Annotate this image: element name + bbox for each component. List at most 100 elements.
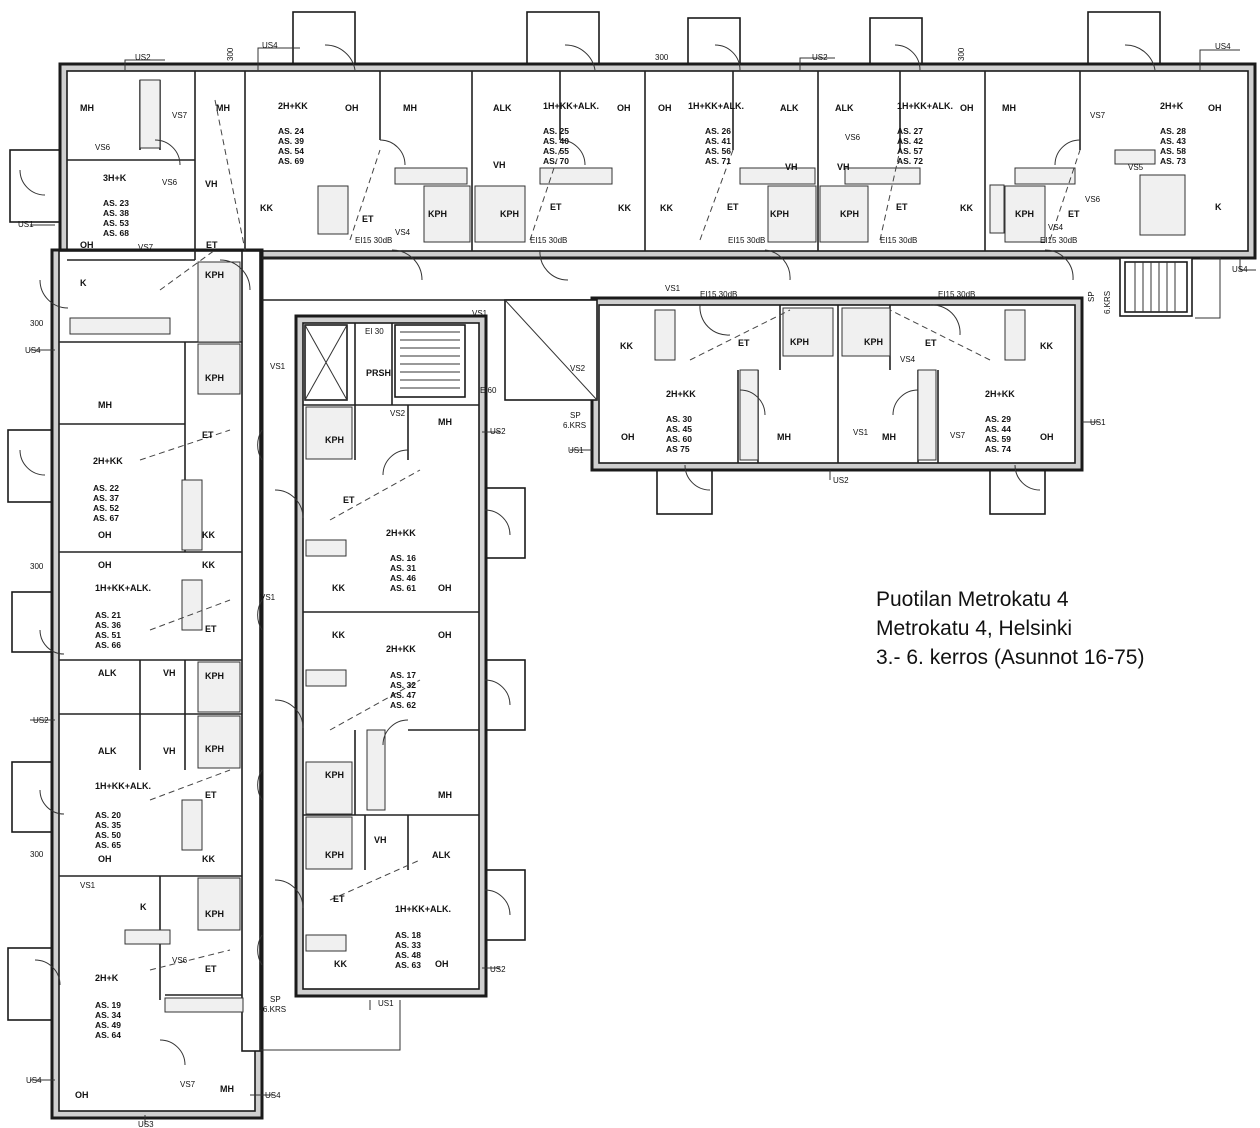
unit-21: 1H+KK+ALK. AS. 21 AS. 36 AS. 51 AS. 66 (95, 583, 151, 650)
room-label: ET (343, 495, 355, 505)
apartment-number: AS. 60 (666, 434, 692, 444)
unit-23: 3H+K AS. 23 AS. 38 AS. 53 AS. 68 (103, 173, 129, 238)
apartment-number: AS. 28 (1160, 126, 1186, 136)
room-label: MH (216, 103, 230, 113)
room-label: PRSH (366, 368, 391, 378)
room-label: OH (617, 103, 631, 113)
room-label: OH (438, 583, 452, 593)
apartment-number: AS. 52 (93, 503, 119, 513)
apartment-number: AS. 55 (543, 146, 569, 156)
mark: US2 (135, 53, 151, 62)
mark: EI15 30dB (1040, 236, 1077, 245)
room-label: OH (1208, 103, 1222, 113)
room-label: MH (403, 103, 417, 113)
room-label: OH (1040, 432, 1054, 442)
apartment-number: AS. 58 (1160, 146, 1186, 156)
mark: 300 (30, 850, 44, 859)
apartment-number: AS. 40 (543, 136, 569, 146)
apartment-number: AS. 41 (705, 136, 731, 146)
mark: EI15 30dB (938, 290, 975, 299)
room-label: KK (620, 341, 633, 351)
room-label: ET (727, 202, 739, 212)
apartment-number: AS. 34 (95, 1010, 121, 1020)
unit-20: 1H+KK+ALK. AS. 20 AS. 35 AS. 50 AS. 65 (95, 781, 151, 850)
unit-28: 2H+K AS. 28 AS. 43 AS. 58 AS. 73 (1160, 101, 1186, 166)
room-label: MH (438, 790, 452, 800)
room-label: VH (205, 179, 218, 189)
apartment-number: AS. 73 (1160, 156, 1186, 166)
apartment-number: AS. 29 (985, 414, 1011, 424)
mark: VS7 (950, 431, 966, 440)
room-label: KPH (205, 671, 224, 681)
mark: VS4 (395, 228, 411, 237)
mark: US1 (1090, 418, 1106, 427)
mark: VS4 (900, 355, 916, 364)
apartment-number: AS. 46 (390, 573, 416, 583)
apartment-number: AS. 36 (95, 620, 121, 630)
room-label: OH (621, 432, 635, 442)
mark: VS4 (1048, 223, 1064, 232)
apartment-number: AS. 32 (390, 680, 416, 690)
mark: VS1 (80, 881, 96, 890)
mark: US4 (262, 41, 278, 50)
unit-type: 2H+KK (386, 644, 416, 654)
unit-type: 2H+KK (93, 456, 123, 466)
unit-27: 1H+KK+ALK. AS. 27 AS. 42 AS. 57 AS. 72 (897, 101, 953, 166)
mark: VS2 (390, 409, 406, 418)
apartment-number: AS. 42 (897, 136, 923, 146)
leader-lines (30, 47, 1256, 1125)
apartment-number: AS. 63 (395, 960, 421, 970)
room-label: OH (98, 530, 112, 540)
room-label: KPH (205, 270, 224, 280)
apartment-number: AS. 68 (103, 228, 129, 238)
apartment-number: AS. 54 (278, 146, 304, 156)
mark: VS6 (845, 133, 861, 142)
mark: 300 (957, 47, 966, 61)
apartment-number: AS. 24 (278, 126, 304, 136)
wet-rooms (69, 79, 1186, 1013)
mark: 300 (226, 47, 235, 61)
room-label: KPH (428, 209, 447, 219)
mark: E 60 (480, 386, 497, 395)
stairwell (304, 261, 1188, 401)
room-label: VH (163, 746, 176, 756)
room-label: KPH (205, 373, 224, 383)
mark: EI15 30dB (355, 236, 392, 245)
mark: EI15 30dB (728, 236, 765, 245)
mark: VS6 (95, 143, 111, 152)
room-label: KK (202, 560, 215, 570)
apartment-number: AS. 71 (705, 156, 731, 166)
room-label: ET (205, 624, 217, 634)
room-label: OH (345, 103, 359, 113)
room-label: MH (220, 1084, 234, 1094)
mark: VS1 (472, 309, 488, 318)
room-label: KPH (325, 850, 344, 860)
mark: US4 (25, 346, 41, 355)
room-label: KPH (790, 337, 809, 347)
unit-18: 1H+KK+ALK. AS. 18 AS. 33 AS. 48 AS. 63 (395, 904, 451, 970)
unit-19: 2H+K AS. 19 AS. 34 AS. 49 AS. 64 (95, 973, 121, 1040)
room-label: K (1215, 202, 1222, 212)
apartment-number: AS. 67 (93, 513, 119, 523)
unit-type: 2H+KK (666, 389, 696, 399)
room-label: KPH (500, 209, 519, 219)
unit-26: 1H+KK+ALK. AS. 26 AS. 41 AS. 56 AS. 71 (688, 101, 744, 166)
mark: US2 (33, 716, 49, 725)
mark: VS7 (138, 243, 154, 252)
apartment-number: AS. 44 (985, 424, 1011, 434)
caption-floors: 3.- 6. kerros (Asunnot 16-75) (876, 646, 1145, 669)
room-label: OH (658, 103, 672, 113)
apartment-number: AS. 31 (390, 563, 416, 573)
mark: VS1 (270, 362, 286, 371)
apartment-number: AS 75 (666, 444, 690, 454)
room-label: ET (333, 894, 345, 904)
room-label: K (80, 278, 87, 288)
apartment-number: AS. 38 (103, 208, 129, 218)
mark: US1 (568, 446, 584, 455)
mark: US1 (18, 220, 34, 229)
apartment-number: AS. 26 (705, 126, 731, 136)
mark: US4 (1232, 265, 1248, 274)
apartment-number: AS. 61 (390, 583, 416, 593)
mark: US2 (833, 476, 849, 485)
room-label: KK (960, 203, 973, 213)
